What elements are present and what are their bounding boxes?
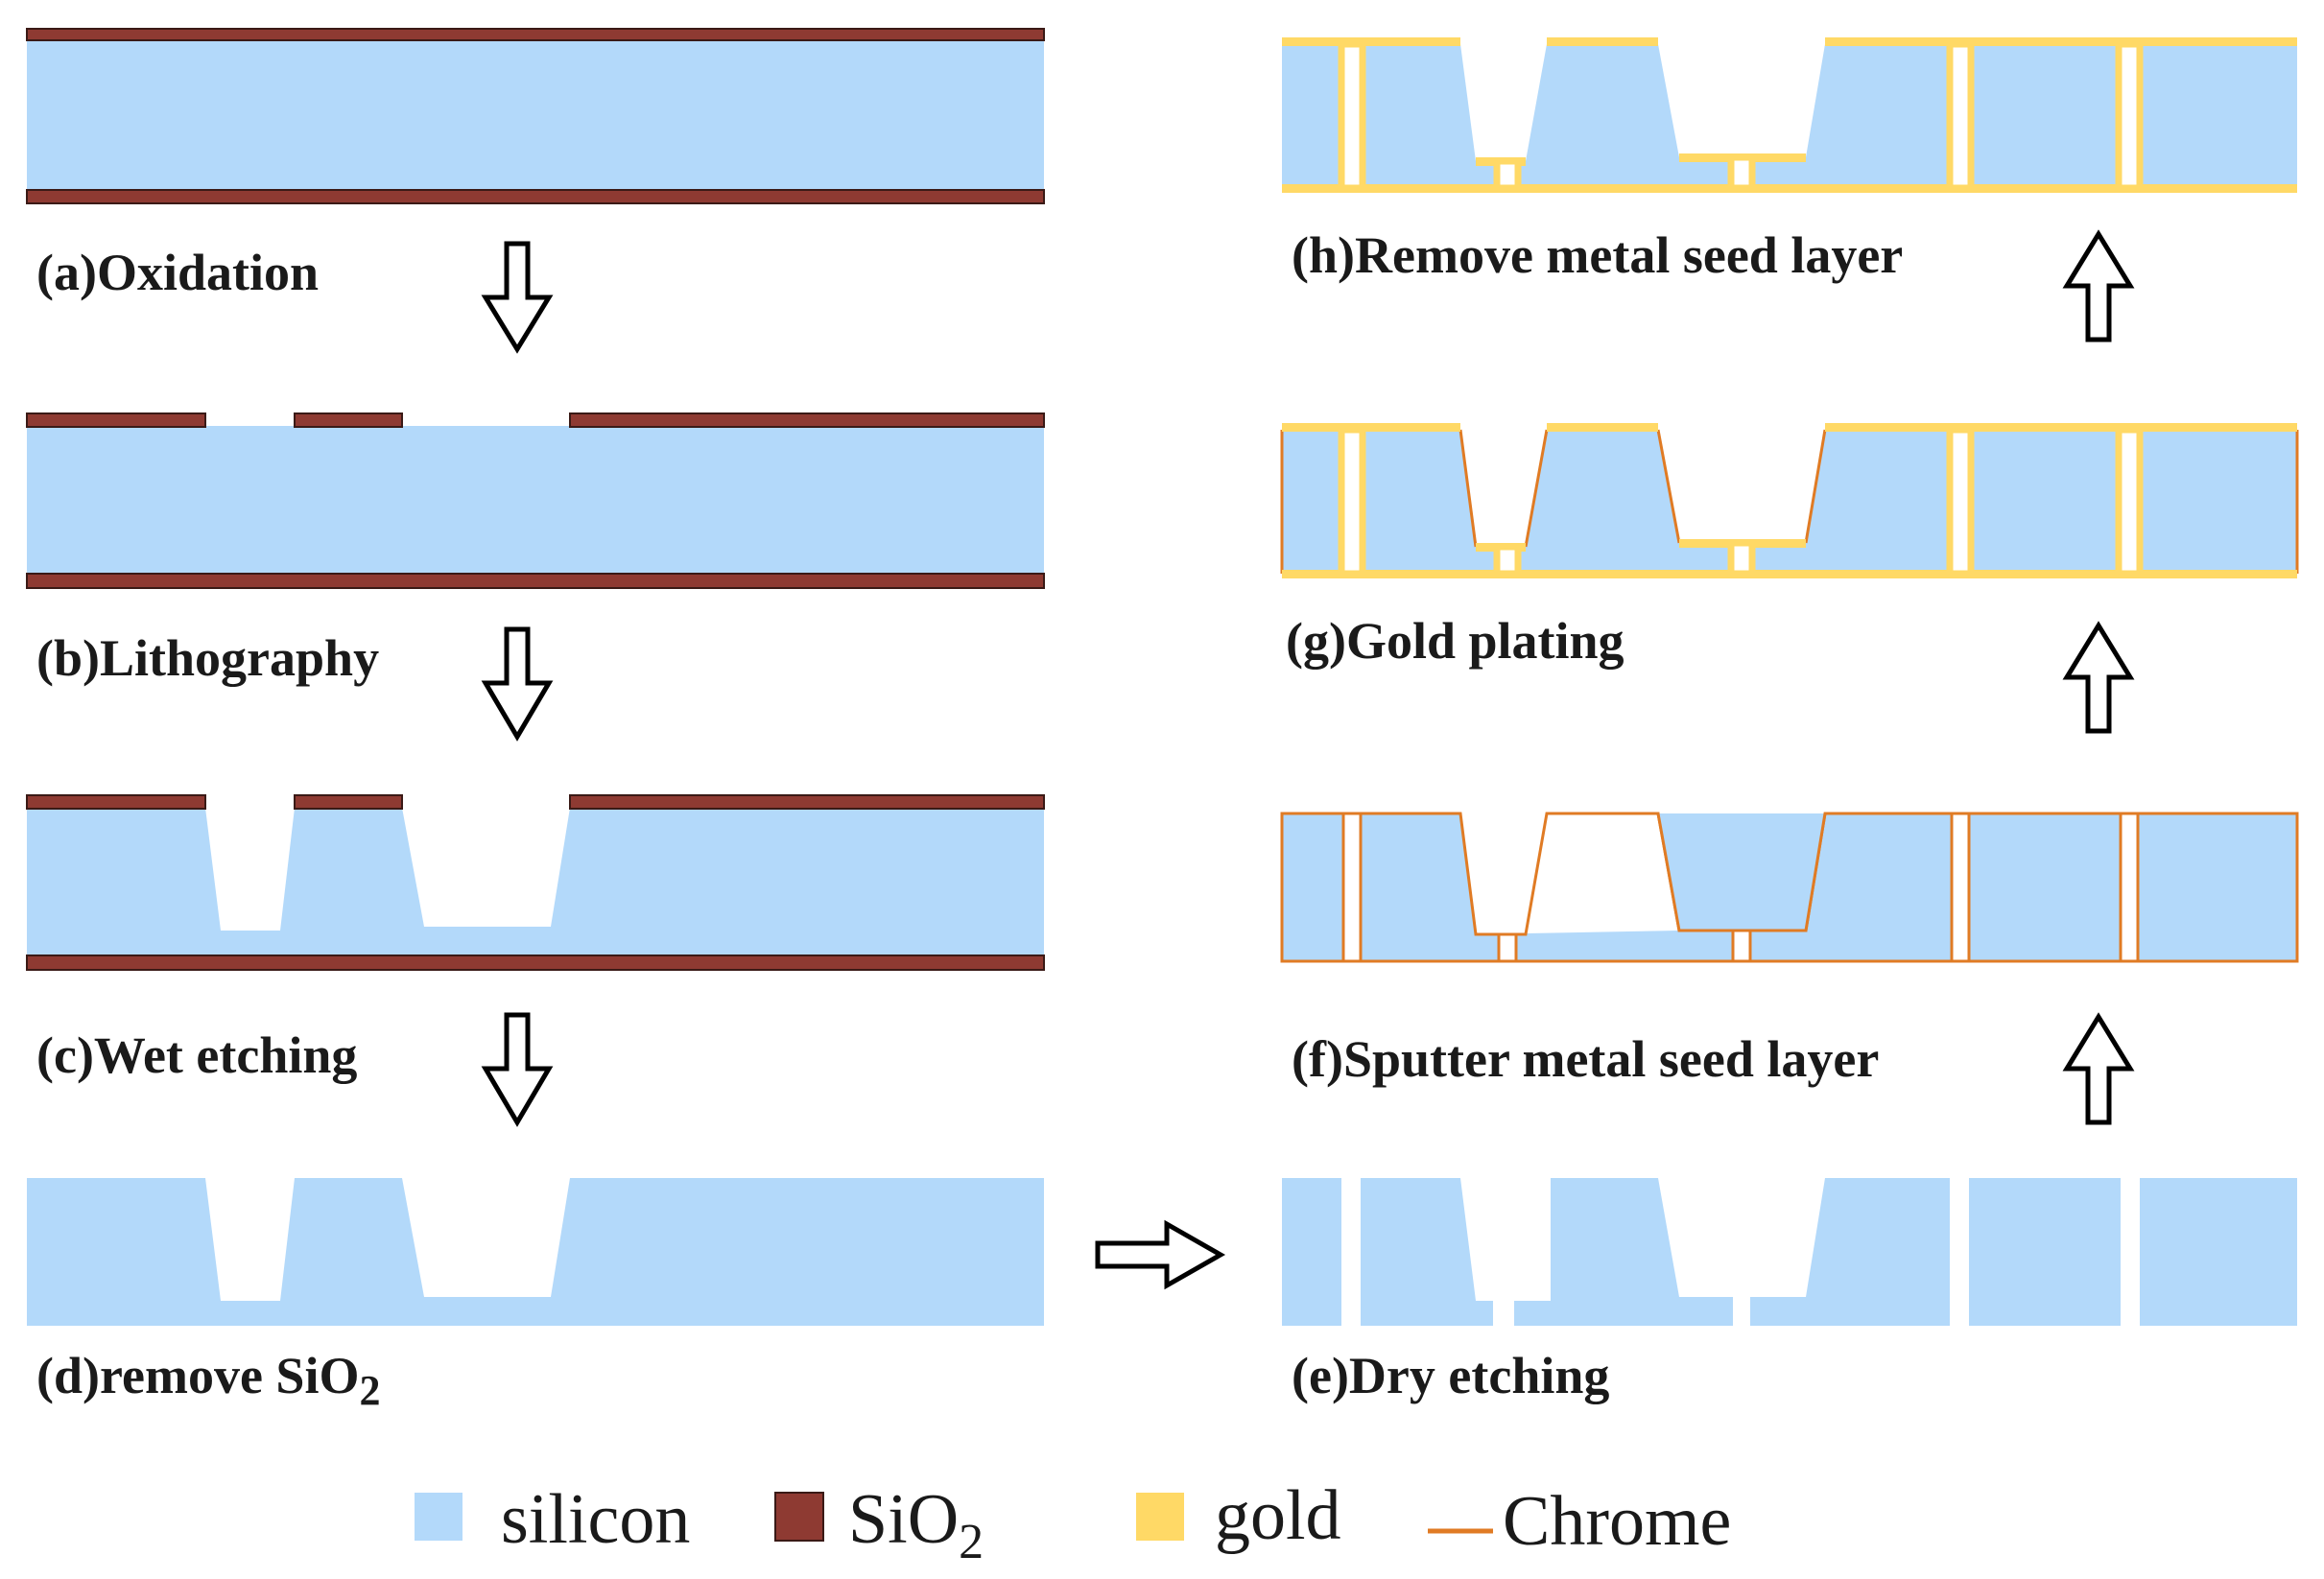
step-b-label: (b)Lithography [36,629,379,687]
silicon-block [1969,1178,2121,1326]
sio2-mask-segment [294,794,403,810]
legend: silicon SiO2 gold Chrome [415,1476,1731,1569]
legend-label-sio2: SiO2 [848,1480,984,1569]
silicon-wafer [27,426,1044,574]
step-b-lithography [26,412,1045,589]
gold-top-pad [1825,423,2297,432]
sio2-top-layer [26,28,1045,41]
step-h-remove-seed-layer [1282,37,2297,193]
legend-item-sio2: SiO2 [774,1480,984,1569]
step-f-sputter-seed-layer [1280,812,2299,963]
step-e-dry-etching [1282,1178,2297,1326]
gold-filled-via [1946,426,1975,577]
step-c-wet-etching [26,794,1045,971]
sio2-mask-segment [26,794,206,810]
arrow-right-d-e [1095,1219,1226,1290]
silicon-trench-fill [1547,813,1825,931]
etched-silicon [27,1178,1044,1326]
silicon-block [1514,1178,1733,1326]
legend-item-silicon: silicon [415,1480,690,1559]
legend-swatch-gold [1136,1493,1184,1541]
step-a-label: (a)Oxidation [36,244,319,301]
step-g-label: (g)Gold plating [1286,612,1624,670]
legend-label-chrome: Chrome [1503,1482,1731,1561]
legend-item-gold: gold [1136,1476,1341,1555]
gold-filled-via [1338,426,1366,577]
etched-silicon [27,808,1044,955]
gold-top-pad [1282,423,1460,432]
arrow-up-e-f [2062,1012,2135,1125]
gold-filled-via [1493,543,1522,577]
silicon-block [1750,1178,1950,1326]
legend-label-gold: gold [1215,1476,1341,1555]
silicon-with-through-vias [1282,44,2297,188]
gold-bottom-layer [1282,184,2297,193]
step-f-label: (f)Sputter metal seed layer [1292,1030,1879,1088]
arrow-up-f-g [2062,621,2135,734]
silicon-block [1361,1178,1493,1326]
arrow-up-g-h [2062,229,2135,342]
gold-top-pad [1547,37,1658,46]
step-h-label: (h)Remove metal seed layer [1292,226,1903,284]
gold-filled-via [1338,40,1366,192]
step-a-oxidation [26,28,1045,204]
gold-bottom-layer [1282,570,2297,578]
arrow-down-b-c [481,626,554,742]
legend-label-silicon: silicon [501,1480,690,1559]
gold-filled-via [1727,539,1756,577]
through-via [2119,812,2140,963]
arrow-down-c-d [481,1012,554,1127]
chrome-seed-outline [1280,429,2299,574]
gold-top-pad [1282,37,1460,46]
step-g-gold-plating [1280,423,2299,578]
legend-item-chrome: Chrome [1428,1482,1731,1561]
silicon-block [2140,1178,2297,1326]
step-d-remove-sio2 [27,1178,1044,1326]
gold-filled-via [1946,40,1975,192]
sio2-bottom-layer [26,573,1045,589]
sio2-mask-segment [569,794,1045,810]
through-via [1950,812,1971,963]
gold-top-pad [1825,37,2297,46]
silicon-with-through-vias [1282,430,2297,574]
through-via [1497,932,1518,963]
sio2-bottom-layer [26,954,1045,971]
step-d-label: (d)remove SiO2 [36,1347,380,1414]
silicon-block [1282,1178,1341,1326]
sio2-mask-segment [26,412,206,428]
step-e-label: (e)Dry etching [1292,1347,1609,1404]
through-via [1341,812,1363,963]
chrome-trench-outline [1547,812,1827,932]
silicon-wafer [27,38,1044,190]
through-via [1731,929,1752,963]
gold-top-pad [1547,423,1658,432]
step-c-label: (c)Wet etching [36,1026,357,1084]
gold-filled-via [2115,40,2144,192]
legend-swatch-silicon [415,1493,462,1541]
sio2-bottom-layer [26,189,1045,204]
sio2-mask-segment [294,412,403,428]
gold-filled-via [2115,426,2144,577]
legend-swatch-sio2 [774,1492,824,1542]
arrow-down-a-b [481,241,554,354]
gold-filled-via [1727,153,1756,192]
gold-filled-via [1493,157,1522,192]
sio2-mask-segment [569,412,1045,428]
